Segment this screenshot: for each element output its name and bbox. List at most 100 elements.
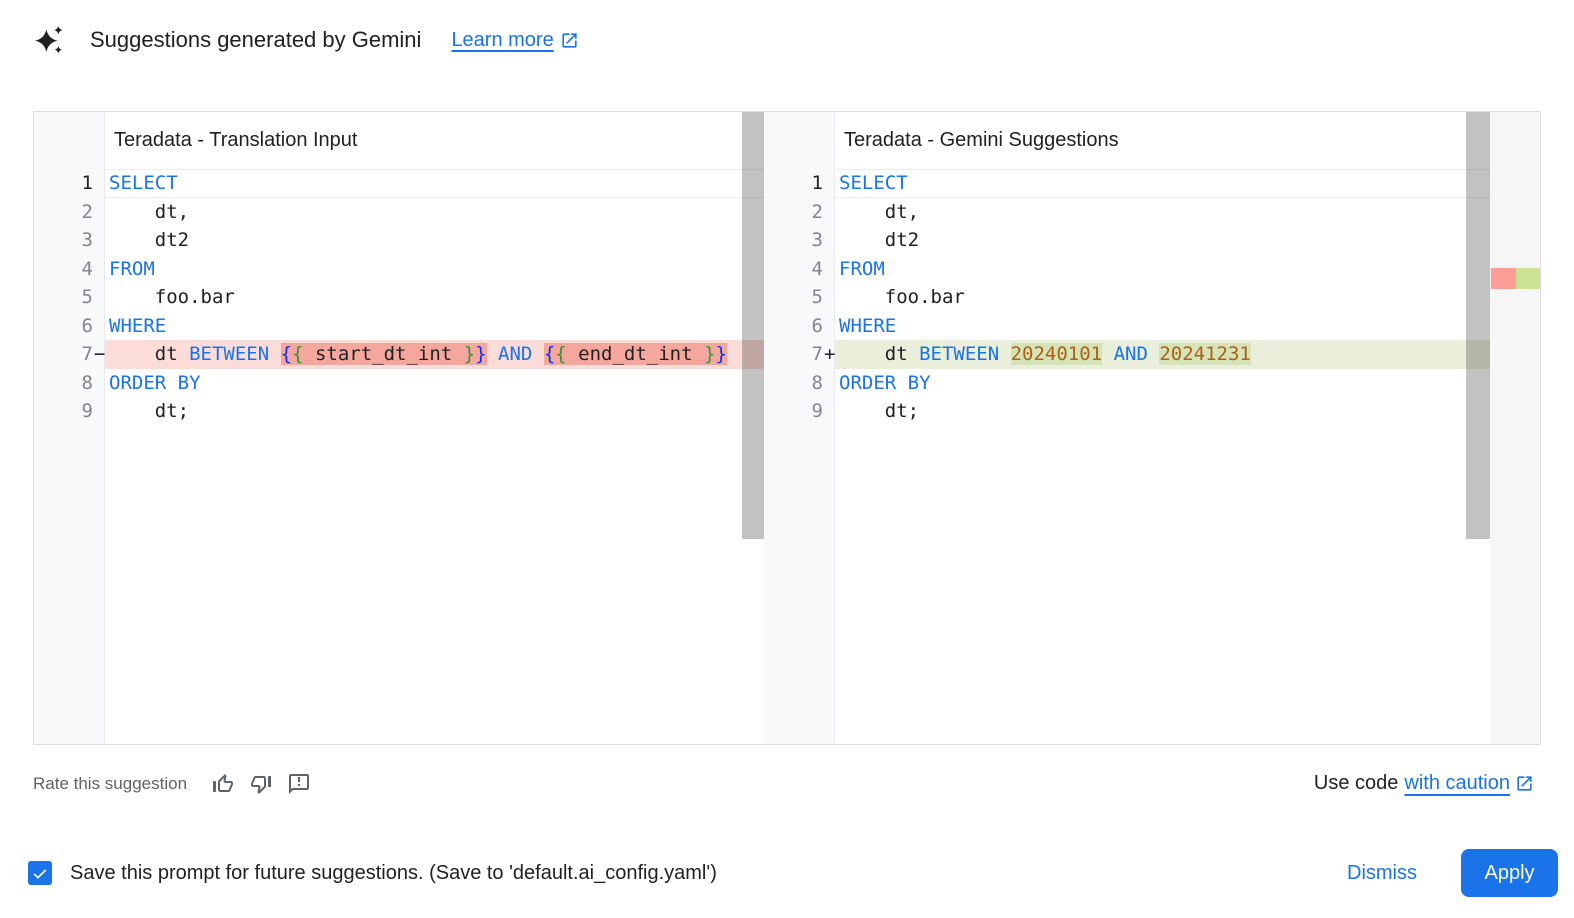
- code-text: FROM: [839, 257, 885, 280]
- page-title: Suggestions generated by Gemini: [90, 27, 422, 52]
- code-text: foo.bar: [109, 286, 235, 308]
- line-number: 3: [811, 229, 823, 251]
- line-number: 1: [81, 172, 93, 194]
- diff-sign: [823, 369, 835, 398]
- rate-label: Rate this suggestion: [33, 774, 188, 793]
- overview-deleted-mark: [1491, 268, 1516, 289]
- code-line: 9 dt;: [34, 397, 764, 426]
- diff-sign: [823, 312, 835, 341]
- code-line: 7− dt BETWEEN {{ start_dt_int }} AND {{ …: [34, 340, 764, 369]
- code-line: 5 foo.bar: [764, 283, 1490, 312]
- line-number: 7: [811, 343, 823, 365]
- code-text: WHERE: [839, 314, 897, 337]
- line-number: 8: [81, 371, 93, 394]
- with-caution-link[interactable]: with caution: [1404, 772, 1510, 794]
- gemini-sparkle-icon: [35, 26, 63, 54]
- pane-title-translation-input: Teradata - Translation Input: [105, 112, 764, 169]
- code-text: ORDER BY: [109, 371, 201, 394]
- code-line: 4 FROM: [34, 255, 764, 284]
- line-number-gutter: [34, 112, 105, 744]
- code-text: dt BETWEEN {{ start_dt_int }} AND {{ end…: [105, 340, 764, 369]
- use-code-notice: Use code with caution: [1314, 772, 1534, 795]
- code-text: dt,: [839, 200, 920, 223]
- code-line: 3 dt2: [34, 226, 764, 255]
- diff-sign: [823, 283, 835, 312]
- code-line: 3 dt2: [764, 226, 1490, 255]
- code-text: dt;: [839, 400, 920, 422]
- line-number: 2: [811, 200, 823, 223]
- code-text: foo.bar: [839, 286, 965, 308]
- vertical-scrollbar[interactable]: [1466, 112, 1490, 539]
- code-text: FROM: [109, 257, 155, 280]
- diff-sign: [93, 283, 105, 312]
- code-line: 6 WHERE: [764, 312, 1490, 341]
- line-number: 4: [81, 257, 93, 280]
- diff-overview-ruler: [1490, 112, 1540, 744]
- pane-title-gemini-suggestions: Teradata - Gemini Suggestions: [835, 112, 1490, 169]
- diff-sign: −: [94, 343, 106, 365]
- suggestions-header: Suggestions generated by Gemini Learn mo…: [33, 24, 579, 56]
- code-line: 2 dt,: [764, 198, 1490, 227]
- translation-input-pane: Teradata - Translation Input 1 SELECT 2 dt…: [34, 112, 764, 744]
- thumb-down-button[interactable]: [249, 772, 273, 796]
- diff-sign: [93, 255, 105, 284]
- thumb-up-button[interactable]: [211, 772, 235, 796]
- code-line: 5 foo.bar: [34, 283, 764, 312]
- line-number: 2: [81, 200, 93, 223]
- code-line: 7+ dt BETWEEN 20240101 AND 20241231: [764, 340, 1490, 369]
- learn-more-link[interactable]: Learn more: [451, 29, 578, 52]
- diff-sign: [93, 169, 105, 198]
- feedback-icon: [289, 774, 310, 794]
- rate-suggestion-row: Rate this suggestion: [33, 771, 311, 797]
- diff-sign: [93, 198, 105, 227]
- vertical-scrollbar[interactable]: [742, 112, 764, 539]
- diff-sign: [823, 169, 835, 198]
- save-prompt-label: Save this prompt for future suggestions.…: [70, 861, 717, 884]
- diff-sign: +: [824, 343, 836, 365]
- thumb-up-icon: [213, 774, 234, 792]
- external-link-icon: [562, 32, 577, 48]
- code-line: 4 FROM: [764, 255, 1490, 284]
- save-checkbox[interactable]: [28, 861, 52, 885]
- line-number: 8: [811, 371, 823, 394]
- code-text: dt2: [839, 229, 920, 251]
- dismiss-button[interactable]: Dismiss: [1337, 856, 1427, 891]
- code-line: 9 dt;: [764, 397, 1490, 426]
- diff-sign: [93, 397, 105, 426]
- checkmark-icon: [33, 869, 47, 879]
- code-text: dt BETWEEN 20240101 AND 20241231: [835, 340, 1490, 369]
- code-text: SELECT: [105, 169, 764, 198]
- footer-bar: Save this prompt for future suggestions.…: [28, 845, 1558, 901]
- diff-sign: [93, 369, 105, 398]
- code-text: dt;: [109, 400, 190, 422]
- apply-button[interactable]: Apply: [1461, 849, 1558, 897]
- line-number: 4: [811, 257, 823, 280]
- line-number: 9: [81, 400, 93, 422]
- line-number: 5: [811, 286, 823, 308]
- thumb-down-icon: [251, 776, 272, 794]
- code-text: WHERE: [109, 314, 167, 337]
- code-text: dt2: [109, 229, 190, 251]
- code-text: dt,: [109, 200, 190, 223]
- diff-sign: [823, 255, 835, 284]
- overview-inserted-mark: [1516, 268, 1540, 289]
- line-number: 9: [811, 400, 823, 422]
- diff-sign: [93, 226, 105, 255]
- feedback-button[interactable]: [287, 772, 311, 796]
- line-number: 5: [81, 286, 93, 308]
- code-text: SELECT: [835, 169, 1490, 198]
- code-line: 1 SELECT: [34, 169, 764, 198]
- diff-sign: [823, 397, 835, 426]
- line-number: 3: [81, 229, 93, 251]
- code-line: 8 ORDER BY: [34, 369, 764, 398]
- diff-sign: [93, 312, 105, 341]
- line-number: 6: [811, 314, 823, 337]
- use-code-text: Use code: [1313, 772, 1399, 794]
- line-number: 7: [81, 343, 93, 365]
